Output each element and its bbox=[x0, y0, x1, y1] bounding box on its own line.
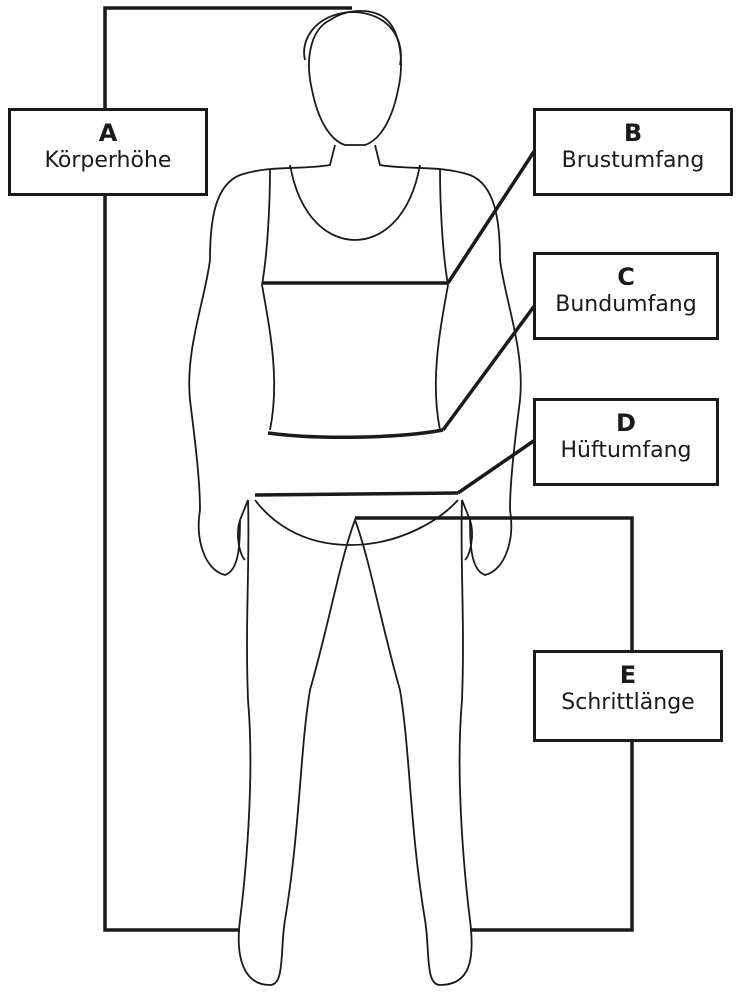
label-text: Körperhöhe bbox=[44, 148, 172, 173]
label-text: Schrittlänge bbox=[561, 690, 695, 715]
measure-lines bbox=[103, 6, 634, 932]
label-e: E Schrittlänge bbox=[533, 650, 723, 742]
label-text: Hüftumfang bbox=[560, 438, 692, 463]
label-c: C Bundumfang bbox=[533, 252, 719, 340]
label-text: Brustumfang bbox=[561, 148, 705, 173]
label-letter: A bbox=[98, 119, 118, 147]
label-d: D Hüftumfang bbox=[533, 398, 719, 486]
label-letter: B bbox=[623, 119, 643, 147]
label-letter: C bbox=[617, 263, 635, 291]
label-a: A Körperhöhe bbox=[8, 108, 208, 196]
label-letter: E bbox=[619, 661, 637, 689]
label-b: B Brustumfang bbox=[533, 108, 733, 196]
body-outline bbox=[188, 9, 522, 986]
label-text: Bundumfang bbox=[555, 292, 697, 317]
label-letter: D bbox=[616, 409, 636, 437]
